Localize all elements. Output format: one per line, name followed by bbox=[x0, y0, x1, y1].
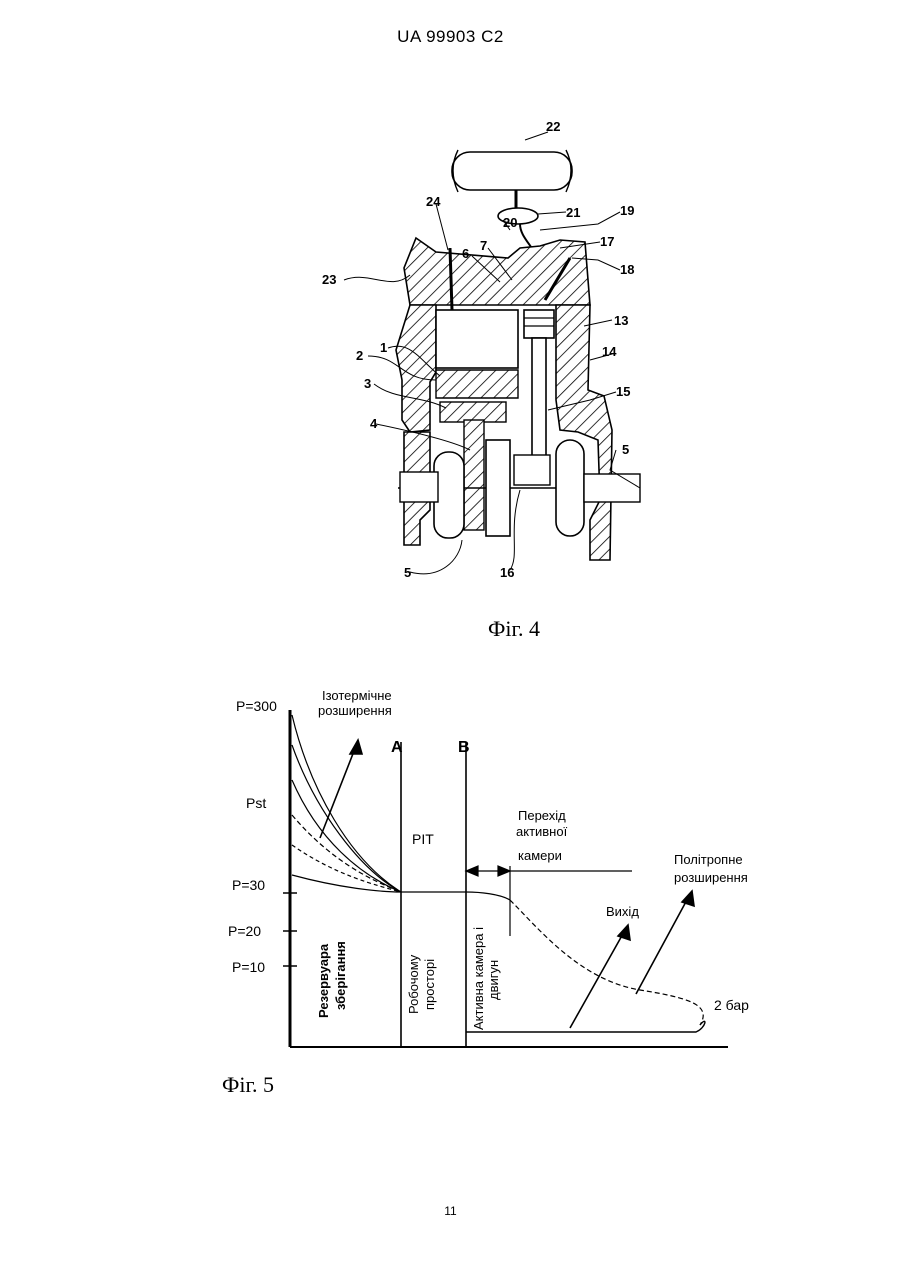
transition-label-line2: активної bbox=[516, 824, 568, 839]
polytropic-label-line2: розширення bbox=[674, 870, 748, 885]
label-16: 16 bbox=[500, 565, 514, 580]
region-active-line2: двигун bbox=[486, 960, 501, 1000]
tick-p20: P=20 bbox=[228, 923, 261, 939]
tick-p10: P=10 bbox=[232, 959, 265, 975]
active-chamber-piston bbox=[524, 310, 554, 478]
label-6: 6 bbox=[462, 246, 469, 261]
region-tank-line1: Резервуара bbox=[316, 943, 331, 1018]
transition-bracket bbox=[466, 866, 632, 936]
figure-5-arrows bbox=[320, 740, 694, 1028]
label-1: 1 bbox=[380, 340, 387, 355]
line-a-label: A bbox=[391, 739, 403, 756]
polytropic-label-line1: Політропне bbox=[674, 852, 743, 867]
figure-5-caption: Фіг. 5 bbox=[222, 1072, 274, 1098]
isothermal-curves bbox=[292, 715, 401, 892]
figure-5-diagram: P=300 Pst P=30 P=20 P=10 A B PIT Ізотерм… bbox=[0, 670, 901, 1090]
isothermal-label-line2: розширення bbox=[318, 703, 392, 718]
transition-label-line3: камери bbox=[518, 848, 562, 863]
tick-p300: P=300 bbox=[236, 698, 277, 714]
label-4: 4 bbox=[370, 416, 378, 431]
region-work-line2: просторі bbox=[422, 959, 437, 1010]
label-14: 14 bbox=[602, 344, 617, 359]
figure-4-caption: Фіг. 4 bbox=[488, 616, 540, 642]
region-tank-line2: зберігання bbox=[333, 941, 348, 1010]
label-20: 20 bbox=[503, 215, 517, 230]
page-number: 11 bbox=[0, 1204, 901, 1218]
transition-label-line1: Перехід bbox=[518, 808, 566, 823]
label-5-right: 5 bbox=[622, 442, 629, 457]
label-19: 19 bbox=[620, 203, 634, 218]
line-b-label: B bbox=[458, 739, 470, 756]
label-23: 23 bbox=[322, 272, 336, 287]
region-active-line1: Активна камера і bbox=[471, 927, 486, 1030]
label-24: 24 bbox=[426, 194, 441, 209]
label-22: 22 bbox=[546, 119, 560, 134]
isothermal-label-line1: Ізотермічне bbox=[322, 688, 392, 703]
label-13: 13 bbox=[614, 313, 628, 328]
label-17: 17 bbox=[600, 234, 614, 249]
label-15: 15 bbox=[616, 384, 630, 399]
label-18: 18 bbox=[620, 262, 634, 277]
exhaust-label: Вихід bbox=[606, 904, 639, 919]
label-2: 2 bbox=[356, 348, 363, 363]
end-pressure-label: 2 бар bbox=[714, 997, 749, 1013]
label-3: 3 bbox=[364, 376, 371, 391]
tick-pst: Pst bbox=[246, 795, 266, 811]
region-work-line1: Робочому bbox=[406, 954, 421, 1014]
label-21: 21 bbox=[566, 205, 580, 220]
label-7: 7 bbox=[480, 238, 487, 253]
tick-p30: P=30 bbox=[232, 877, 265, 893]
label-5-left: 5 bbox=[404, 565, 411, 580]
cylinder-head bbox=[404, 238, 590, 312]
pit-label: PIT bbox=[412, 831, 434, 847]
figure-4-drawing: 22 21 19 20 24 17 6 7 18 23 13 1 2 14 3 … bbox=[0, 0, 901, 600]
expansion-curve bbox=[401, 892, 705, 1032]
